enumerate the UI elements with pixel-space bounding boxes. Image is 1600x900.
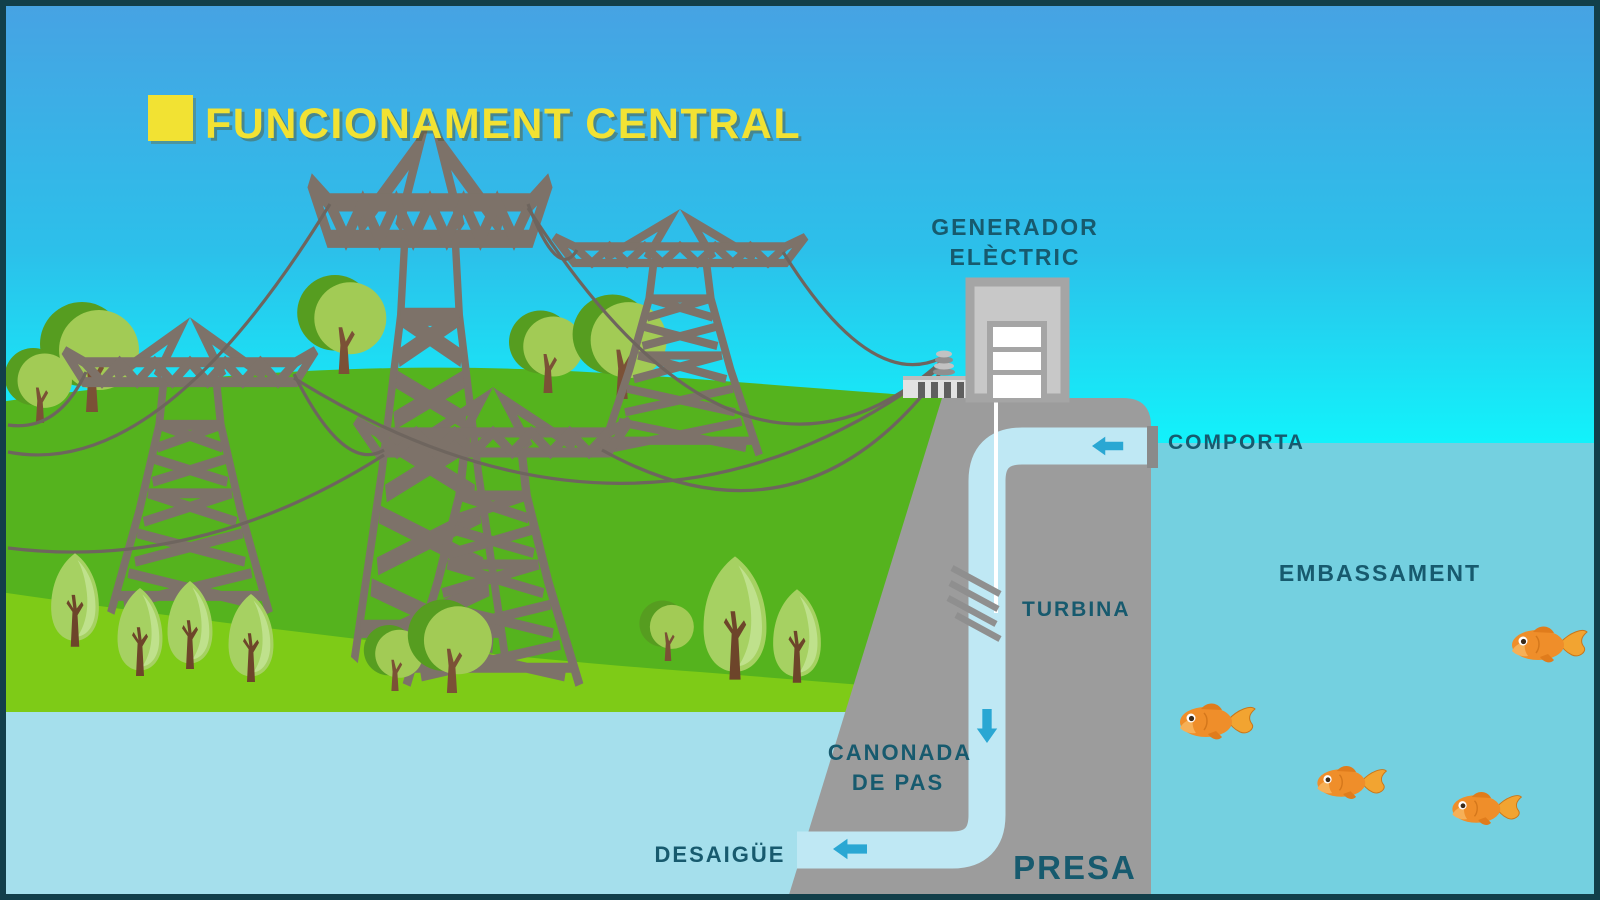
label-turbine: TURBINA [1022, 598, 1131, 621]
gate-bar [1147, 426, 1158, 468]
transformer-substation [903, 350, 968, 398]
label-generator-line2: ELÈCTRIC [950, 243, 1081, 270]
label-penstock-line2: DE PAS [852, 770, 944, 795]
label-gate: COMPORTA [1168, 431, 1305, 454]
generator-building [965, 277, 1070, 403]
tailwater [0, 712, 870, 898]
title-block: FUNCIONAMENT CENTRAL FUNCIONAMENT CENTRA… [148, 95, 804, 151]
title-bullet-square [148, 95, 193, 141]
label-penstock-line1: CANONADA [828, 740, 972, 765]
power-lines [7, 203, 943, 554]
turbine-blades-icon [946, 565, 1002, 642]
penstock-pipe [797, 427, 1154, 869]
label-outlet: DESAIGÜE [655, 842, 786, 867]
label-dam: PRESA [1013, 849, 1137, 886]
label-reservoir: EMBASSAMENT [1279, 560, 1481, 586]
diagram-labels: GENERADOR ELÈCTRIC COMPORTA EMBASSAMENT … [655, 214, 1481, 886]
label-generator-line1: GENERADOR [931, 214, 1099, 240]
reservoir-water [1144, 443, 1598, 898]
page-title-shadow: FUNCIONAMENT CENTRAL [208, 103, 804, 151]
page-title: FUNCIONAMENT CENTRAL [205, 100, 801, 148]
